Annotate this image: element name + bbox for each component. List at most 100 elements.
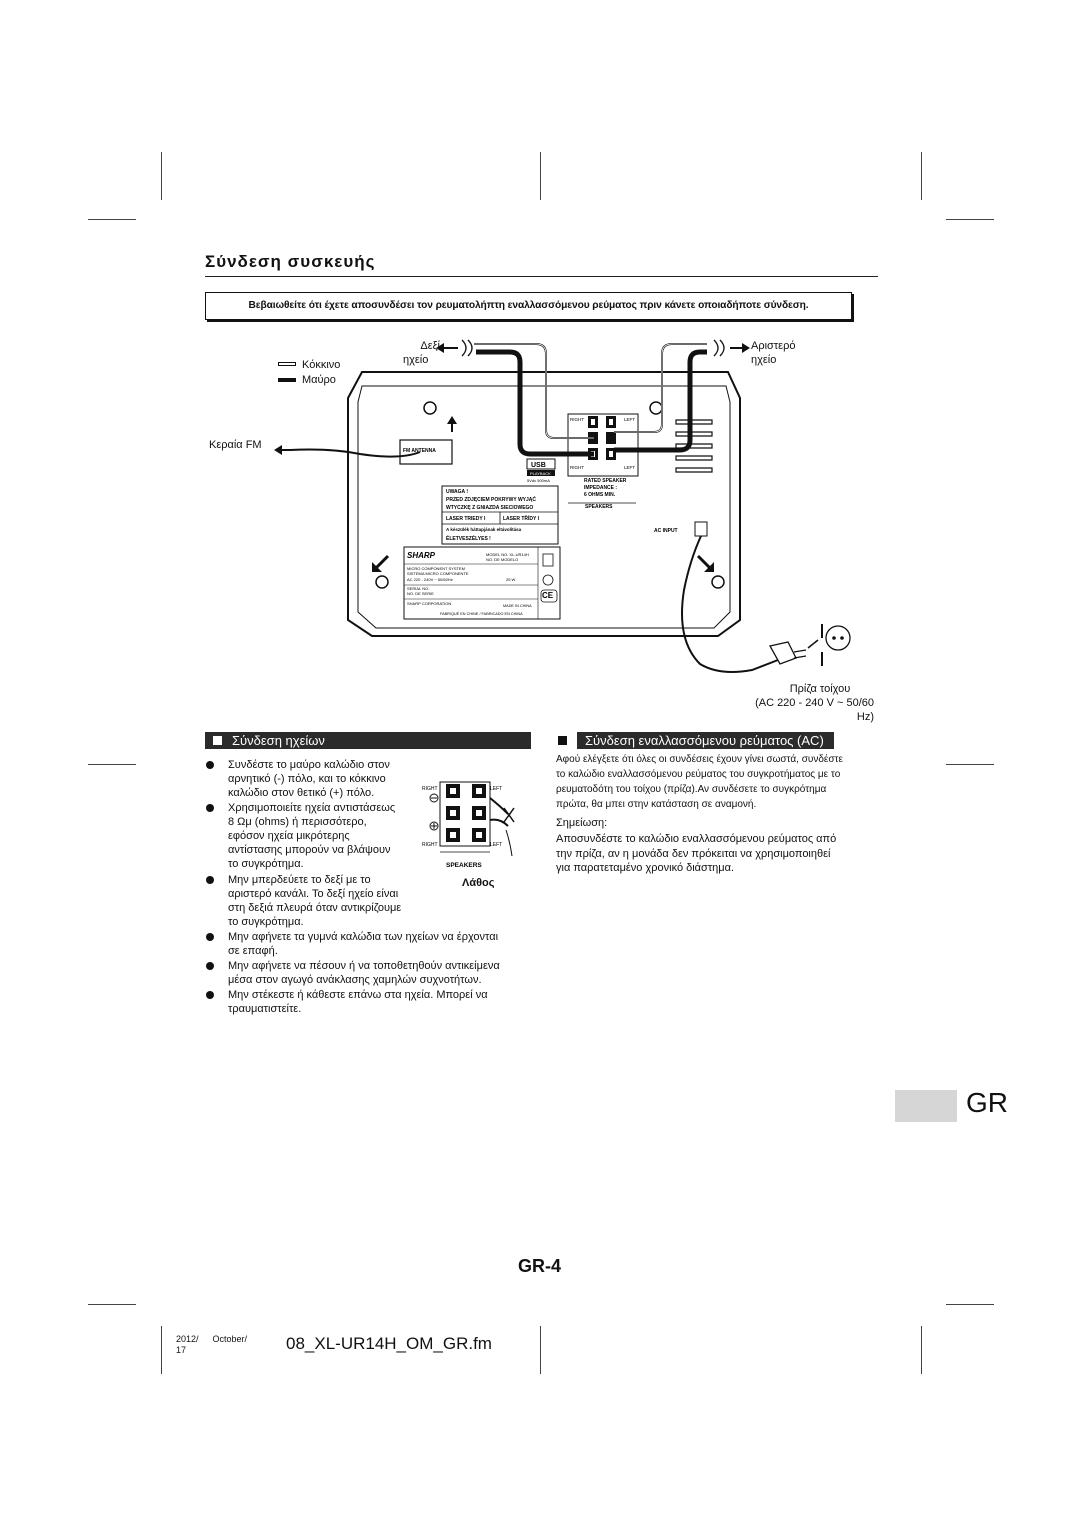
screw-icon <box>711 575 725 589</box>
ac-line: Αφού ελέγξετε ότι όλες οι συνδέσεις έχου… <box>556 754 843 765</box>
system-line: SISTEMA MICRO COMPONENTE <box>407 571 469 576</box>
inset-left-label: LEFT <box>490 842 502 848</box>
rated-speaker-label: RATED SPEAKER <box>584 478 627 484</box>
bullet-line: αντίστασης μπορούν να βλάψουν <box>228 844 391 856</box>
list-item: Συνδέστε το μαύρο καλώδιο στον αρνητικό (… <box>206 758 426 800</box>
note-heading: Σημείωση: <box>556 817 608 829</box>
ac-input-label: AC INPUT <box>654 528 678 534</box>
terminal-left-label: LEFT <box>624 465 635 470</box>
inset-left-label: LEFT <box>490 786 502 792</box>
bullet-line: 8 Ωμ (ohms) ή περισσότερο, <box>228 816 367 828</box>
system-line: 25 W <box>506 577 516 582</box>
wall-socket-label: Πρίζα τοίχου (AC 220 - 240 V ~ 50/60 Hz) <box>748 682 874 724</box>
warning-box: Βεβαιωθείτε ότι έχετε αποσυνδέσει τον ρε… <box>205 292 852 320</box>
crop-mark <box>88 1304 136 1305</box>
serial-line: SERIAL NO. <box>407 586 429 591</box>
inset-right-label: RIGHT <box>422 842 438 848</box>
bullet-line: το συγκρότημα. <box>228 916 304 928</box>
warning-line: PRZED ZDJĘCIEM POKRYWY WYJĄĆ <box>446 495 536 503</box>
list-item: Μην αφήνετε να πέσουν ή να τοποθετηθούν … <box>206 959 536 987</box>
ac-line: πρώτα, θα μπει στην κατάσταση σε αναμονή… <box>556 799 757 810</box>
bullet-icon <box>206 761 214 769</box>
usb-playback-label: PLAYBACK <box>530 471 551 476</box>
inset-right-label: RIGHT <box>422 786 438 792</box>
warning-line: ÉLETVESZÉLYES ! <box>446 534 491 542</box>
language-tab-box <box>895 1090 957 1122</box>
bullet-line: Μην μπερδεύετε το δεξί με το <box>228 874 371 886</box>
title-rule <box>205 276 878 277</box>
bullet-line: μέσα στον αγωγό ανάκλασης χαμηλών συχνοτ… <box>228 974 482 986</box>
fm-antenna-wire <box>289 448 421 458</box>
bullet-line: Μην αφήνετε τα γυμνά καλώδια των ηχείων … <box>228 931 499 943</box>
terminal-right-label: RIGHT <box>570 417 584 422</box>
ce-mark-icon: CE <box>542 591 554 600</box>
crop-mark <box>161 152 162 200</box>
screw-icon <box>423 401 437 415</box>
ac-cord <box>681 535 779 673</box>
cross-icon <box>503 807 515 823</box>
usb-label: USB <box>531 462 546 469</box>
usb-port <box>526 458 556 470</box>
page-number: GR-4 <box>518 1256 562 1276</box>
model-line: MODEL NO. XL-UR14H <box>486 552 529 557</box>
screw-icon <box>649 401 663 415</box>
made-line: MADE IN CHINA <box>503 604 532 608</box>
left-speaker-black-wire <box>614 349 707 453</box>
fm-antenna-label: Κεραία FM <box>209 439 262 451</box>
left-speaker-line: Αριστερό <box>751 340 796 352</box>
crop-mark <box>946 219 994 220</box>
crop-mark <box>921 152 922 200</box>
crop-mark <box>921 1326 922 1374</box>
corp-line: SHARP CORPORATION <box>407 601 451 606</box>
footer-date: 2012/October/ 17 <box>176 1334 247 1356</box>
fm-antenna-socket <box>399 439 453 465</box>
arrow-icon <box>374 554 390 570</box>
weee-icon <box>542 553 554 567</box>
speakers-heading-text: Σύνδεση ηχείων <box>232 733 325 748</box>
crop-mark <box>946 1304 994 1305</box>
note-line: Αποσυνδέστε το καλώδιο εναλλασσόμενου ρε… <box>556 833 837 845</box>
brand-logo: SHARP <box>407 551 436 560</box>
bullet-line: Συνδέστε το μαύρο καλώδιο στον <box>228 759 390 771</box>
bullet-line: αρνητικό (-) πόλο, και το κόκκινο <box>228 773 386 785</box>
wrong-connection-diagram: RIGHT LEFT RIGHT LEFT SPEAKERS <box>422 781 515 869</box>
bullet-line: καλώδιο στον θετικό (+) πόλο. <box>228 787 375 799</box>
arrow-icon <box>807 639 819 649</box>
screw-icon <box>375 575 389 589</box>
right-speaker-line: Δεξί <box>420 340 440 352</box>
right-speaker-label: Δεξί ηχείο <box>403 339 440 367</box>
bullet-icon <box>206 804 214 812</box>
crop-mark <box>88 764 136 765</box>
crop-mark <box>161 1326 162 1374</box>
bullet-line: εφόσον ηχεία μικρότερης <box>228 830 350 842</box>
model-line: NO. DE MODELO <box>486 557 518 562</box>
usb-rating-label: 5Vdc 500mA <box>527 478 550 483</box>
bullet-icon <box>206 876 214 884</box>
crop-mark <box>946 764 994 765</box>
wall-socket-icon <box>825 625 851 651</box>
ac-heading-text: Σύνδεση εναλλασσόμενου ρεύματος (AC) <box>577 732 834 749</box>
bullet-line: το συγκρότημα. <box>228 858 304 870</box>
warning-line: A készülék háttapjának eltávolítása <box>446 527 522 532</box>
crop-mark <box>540 152 541 200</box>
system-line: MICRO COMPONENT SYSTEM <box>407 566 465 571</box>
note-line: την πρίζα, αν η μονάδα δεν πρόκειται να … <box>556 847 831 860</box>
bullet-icon <box>206 933 214 941</box>
wall-socket-line: Πρίζα τοίχου <box>789 683 851 695</box>
vent-slots <box>675 419 713 473</box>
system-line: AC 220 - 240V ~ 50/60Hz <box>407 577 453 582</box>
speaker-terminal-panel <box>567 413 639 477</box>
right-speaker-line: ηχείο <box>403 354 429 366</box>
right-speaker-black-wire <box>476 349 594 457</box>
bullet-line: Μην αφήνετε να πέσουν ή να τοποθετηθούν … <box>228 960 500 972</box>
no-symbol-icon <box>542 574 554 586</box>
footer-date-day: 17 <box>176 1345 187 1355</box>
bullet-line: στη δεξιά πλευρά όταν αντικρίζουμε <box>228 902 402 914</box>
wall-socket-line: (AC 220 - 240 V ~ 50/60 Hz) <box>755 697 874 723</box>
bullet-icon <box>206 962 214 970</box>
square-bullet-icon <box>558 736 567 746</box>
bullet-line: τραυματιστείτε. <box>228 1003 302 1015</box>
footer-date-month: October/ <box>212 1334 248 1344</box>
